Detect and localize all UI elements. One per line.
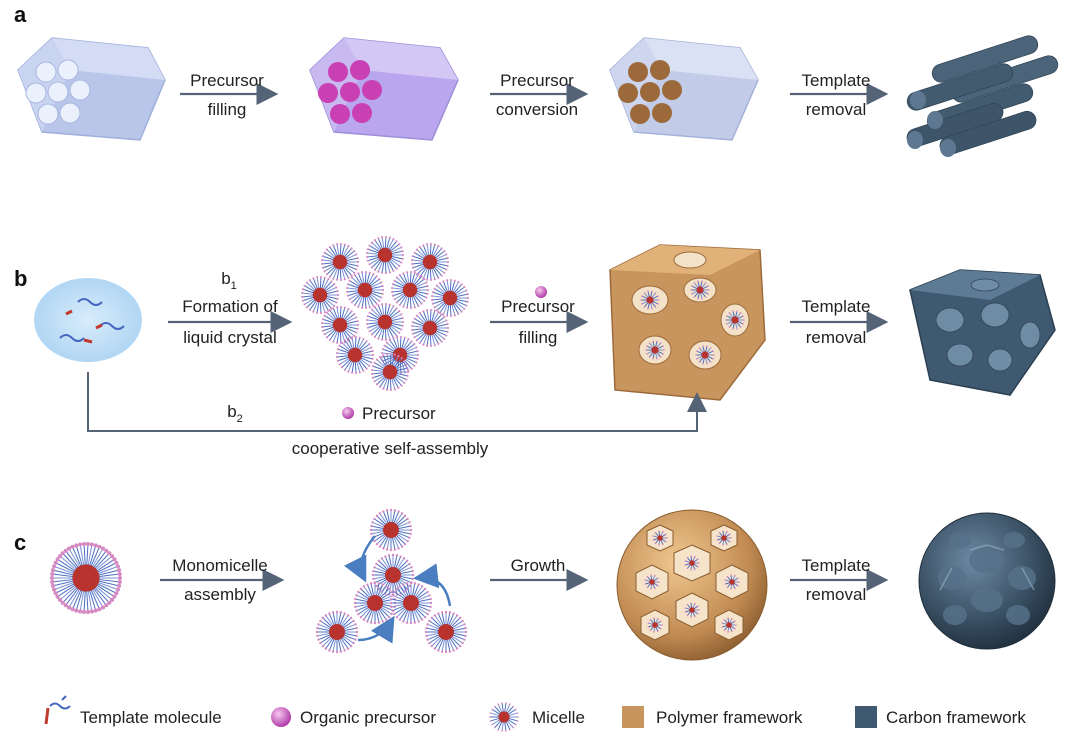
arrow-b2-path [87, 372, 707, 432]
label-b2-cooperative: cooperative self-assembly [291, 439, 489, 458]
micelle-glyph [716, 530, 732, 546]
micelle-glyph [725, 310, 745, 330]
legend-micelle: Micelle [532, 708, 585, 727]
carbon-framework-cube [909, 269, 1056, 396]
label-b2-line1: Precursor [501, 297, 575, 316]
micelle-glyph [301, 275, 340, 315]
label-c3-line2: removal [805, 585, 867, 604]
micelle-glyph [724, 574, 740, 590]
precursor-ball-b2 [342, 407, 354, 419]
micelle-glyph [489, 702, 519, 732]
micelle-glyph [645, 340, 665, 360]
label-a1-line2: filling [207, 100, 247, 119]
legend-polymer-swatch [622, 706, 644, 728]
label-b1-line2: liquid crystal [183, 328, 277, 347]
label-b2-precursor: Precursor [362, 404, 436, 423]
panel-c-letter: c [14, 530, 27, 555]
micelle-glyph [391, 270, 430, 310]
polymer-framework-cube [609, 244, 766, 401]
precursor-ball-b [535, 286, 547, 298]
label-c3-line1: Template [801, 556, 871, 575]
label-a3-line1: Template [801, 71, 871, 90]
micelle-glyph [49, 542, 123, 614]
micelle-glyph [652, 530, 668, 546]
micelle-glyph [411, 308, 450, 348]
filled-template-prism [309, 37, 459, 141]
micelle-glyph [371, 352, 410, 392]
micelle-glyph [721, 617, 737, 633]
legend-template-molecule-icon [44, 695, 71, 725]
micelle-glyph [640, 290, 660, 310]
micelle-glyph [346, 270, 385, 310]
label-b2-tag: b2 [227, 402, 243, 425]
micelle-glyph [644, 574, 660, 590]
label-b3-line2: removal [805, 328, 867, 347]
panel-a-letter: a [14, 2, 27, 27]
micelle-glyph [369, 508, 413, 552]
legend-template-molecule: Template molecule [80, 708, 222, 727]
label-c1-line2: assembly [184, 585, 256, 604]
carbon-rods [906, 35, 1059, 157]
micelle-glyph [321, 305, 360, 345]
converted-template-prism [609, 37, 759, 141]
micelle-glyph [690, 280, 710, 300]
label-b1-line1: Formation of [182, 297, 278, 316]
label-c1-line1: Monomicelle [172, 556, 268, 575]
legend-polymer-framework: Polymer framework [656, 708, 803, 727]
legend-micelle-icon [489, 702, 519, 732]
assembly-curved-arrows [343, 535, 452, 644]
micelle-glyph [647, 617, 663, 633]
carbon-framework-sphere [918, 512, 1056, 650]
label-b2-line2: filling [518, 328, 558, 347]
template-molecules-in-solution [34, 278, 142, 362]
label-c2-line1: Growth [510, 556, 566, 575]
micelle-glyph [684, 602, 700, 618]
label-a3-line2: removal [805, 100, 867, 119]
legend-organic-precursor: Organic precursor [300, 708, 437, 727]
label-b1-tag: b1 [221, 269, 237, 292]
label-b3-line1: Template [801, 297, 871, 316]
micelle-assembly [315, 508, 468, 654]
micelle-glyph [353, 581, 397, 625]
micelle-glyph [424, 610, 468, 654]
single-micelle [49, 542, 123, 614]
label-a2-line1: Precursor [500, 71, 574, 90]
legend-carbon-framework: Carbon framework [886, 708, 1026, 727]
polymer-framework-sphere [616, 509, 768, 661]
micelle-glyph [695, 345, 715, 365]
micelle-glyph [366, 235, 405, 275]
micelle-glyph [366, 302, 405, 342]
empty-template-prism [17, 37, 166, 141]
micelle-glyph [411, 242, 450, 282]
micelle-glyph [321, 242, 360, 282]
micelle-glyph [431, 278, 470, 318]
panel-b-letter: b [14, 266, 28, 291]
micelle-glyph [336, 335, 375, 375]
label-a1-line1: Precursor [190, 71, 264, 90]
label-a2-line2: conversion [495, 100, 579, 119]
liquid-crystal-micelle-array [301, 235, 470, 392]
micelle-glyph [315, 610, 359, 654]
legend-organic-precursor-icon [271, 707, 291, 727]
legend-carbon-swatch [855, 706, 877, 728]
micelle-glyph [389, 581, 433, 625]
micelle-glyph [684, 555, 700, 571]
micelle-glyph [371, 553, 415, 597]
